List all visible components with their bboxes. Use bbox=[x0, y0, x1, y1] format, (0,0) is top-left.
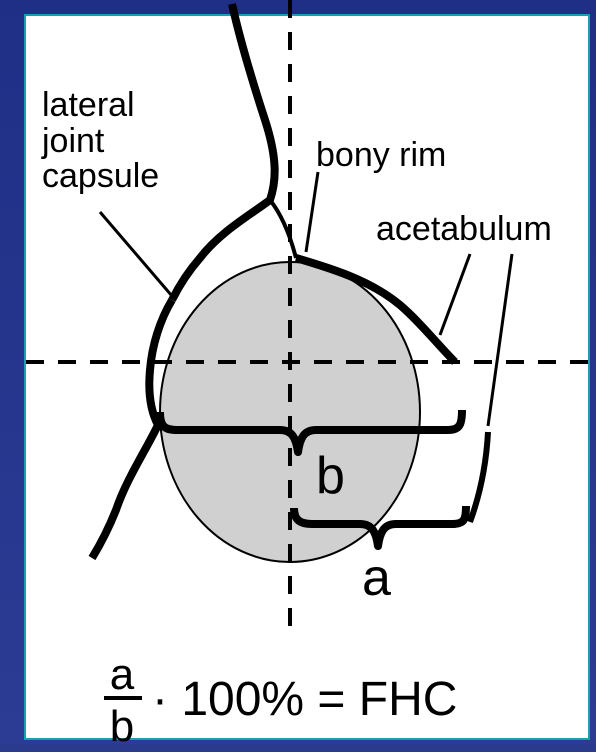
fraction-bar bbox=[104, 696, 142, 700]
bony-rim-label: bony rim bbox=[316, 138, 446, 172]
bony-rim-pointer bbox=[306, 172, 318, 252]
acetabulum-pointer bbox=[440, 254, 470, 335]
capsule-lower-line bbox=[92, 300, 172, 558]
acetabulum-lower bbox=[470, 432, 488, 522]
capsule-label: lateral joint capsule bbox=[42, 88, 159, 195]
brace-a-label: a bbox=[362, 552, 391, 604]
formula-rhs: · 100% = FHC bbox=[152, 672, 457, 727]
acetabulum-label: acetabulum bbox=[376, 212, 552, 246]
fhc-formula: a b · 100% = FHC bbox=[100, 650, 520, 744]
acetabulum-pointer-2 bbox=[488, 254, 512, 426]
capsule-pointer bbox=[100, 212, 172, 296]
capsule-fold bbox=[270, 200, 296, 258]
formula-denominator: b bbox=[100, 702, 144, 752]
brace-b-label: b bbox=[316, 450, 345, 502]
capsule-upper-line bbox=[172, 4, 275, 300]
formula-numerator: a bbox=[100, 650, 144, 700]
